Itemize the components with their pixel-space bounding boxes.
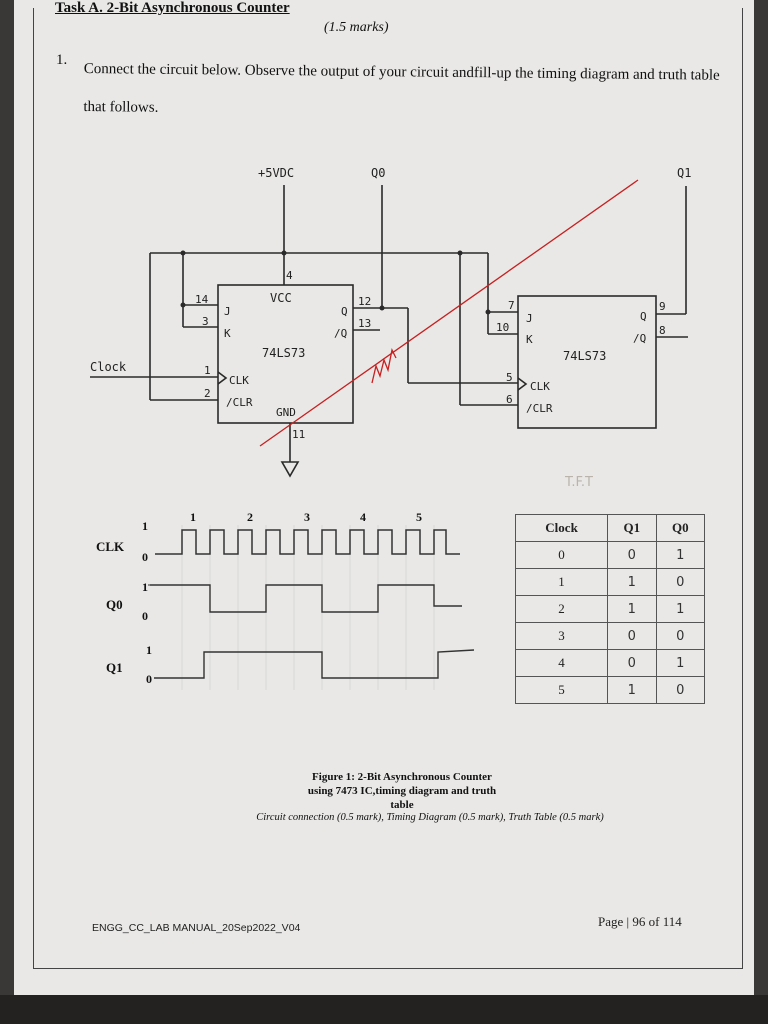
clock-input-label: Clock bbox=[90, 360, 127, 374]
ic1-qbar-label: /Q bbox=[334, 327, 347, 340]
ic2-j-label: J bbox=[526, 312, 533, 325]
table-row: 1 1 0 bbox=[514, 568, 706, 596]
clk-waveform bbox=[155, 529, 460, 555]
svg-text:14: 14 bbox=[195, 293, 209, 306]
supply-label: +5VDC bbox=[258, 166, 294, 180]
ic2-clr-label: /CLR bbox=[526, 402, 553, 415]
ic2-name: 74LS73 bbox=[563, 349, 606, 363]
svg-text:3: 3 bbox=[304, 510, 310, 524]
question-number: 1. bbox=[56, 52, 68, 68]
task-marks: (1.5 marks) bbox=[324, 20, 389, 35]
figure-caption: Figure 1: 2-Bit Asynchronous Counter usi… bbox=[307, 771, 497, 811]
svg-text:4: 4 bbox=[286, 269, 293, 282]
task-title: Task A. 2-Bit Asynchronous Counter bbox=[55, 0, 290, 16]
footer-manual-id: ENGG_CC_LAB MANUAL_20Sep2022_V04 bbox=[92, 922, 301, 934]
svg-text:5: 5 bbox=[416, 510, 422, 524]
svg-text:0: 0 bbox=[142, 609, 148, 623]
desk-surface bbox=[0, 995, 768, 1024]
ic2-k-label: K bbox=[526, 333, 533, 346]
truth-table-header-q0: Q0 bbox=[655, 514, 706, 542]
red-pen-marks bbox=[259, 179, 639, 447]
ic1-q-label: Q bbox=[341, 305, 348, 318]
ic2-clk-label: CLK bbox=[530, 380, 550, 393]
ic1-name: 74LS73 bbox=[262, 346, 305, 360]
svg-text:13: 13 bbox=[358, 317, 371, 330]
table-row: 0 0 1 bbox=[514, 541, 706, 569]
q1-waveform bbox=[154, 649, 475, 679]
svg-text:1: 1 bbox=[190, 510, 196, 524]
svg-text:8: 8 bbox=[659, 324, 666, 337]
svg-text:3: 3 bbox=[202, 315, 209, 328]
svg-text:4: 4 bbox=[360, 510, 366, 524]
table-row: 4 0 1 bbox=[514, 649, 706, 677]
svg-text:1: 1 bbox=[142, 519, 148, 533]
figure-marks-note: Circuit connection (0.5 mark), Timing Di… bbox=[256, 812, 604, 823]
ic1-clk-label: CLK bbox=[229, 374, 249, 387]
ic1-k-label: K bbox=[224, 327, 231, 340]
svg-text:0: 0 bbox=[142, 550, 148, 564]
truth-table-header-clock: Clock bbox=[514, 514, 609, 542]
table-row: 2 1 1 bbox=[514, 595, 706, 623]
ic2-box bbox=[517, 295, 657, 429]
svg-text:2: 2 bbox=[247, 510, 253, 524]
timing-q0-label: Q0 bbox=[106, 597, 123, 612]
svg-text:5: 5 bbox=[506, 371, 513, 384]
handwritten-note: T.F.T bbox=[564, 475, 593, 490]
svg-text:12: 12 bbox=[358, 295, 371, 308]
svg-text:1: 1 bbox=[146, 643, 152, 657]
q1-output-label: Q1 bbox=[677, 166, 691, 180]
svg-text:7: 7 bbox=[508, 299, 515, 312]
footer-page-number: Page | 96 of 114 bbox=[598, 914, 682, 929]
timing-q1-label: Q1 bbox=[106, 660, 123, 675]
svg-text:2: 2 bbox=[204, 387, 211, 400]
svg-text:6: 6 bbox=[506, 393, 513, 406]
q0-waveform bbox=[150, 584, 462, 613]
paper-sheet bbox=[14, 0, 754, 1000]
svg-text:0: 0 bbox=[146, 672, 152, 686]
svg-text:11: 11 bbox=[292, 428, 305, 441]
page-frame bbox=[33, 8, 743, 969]
ic1-clr-label: /CLR bbox=[226, 396, 253, 409]
svg-text:1: 1 bbox=[142, 580, 148, 594]
ic1-gnd-label: GND bbox=[276, 406, 296, 419]
truth-table-header-q1: Q1 bbox=[607, 514, 657, 542]
ic1-vcc-label: VCC bbox=[270, 291, 292, 305]
ic2-q-label: Q bbox=[640, 310, 647, 323]
svg-text:9: 9 bbox=[659, 300, 666, 313]
table-row: 5 1 0 bbox=[514, 676, 706, 704]
svg-text:1: 1 bbox=[204, 364, 211, 377]
table-row: 3 0 0 bbox=[514, 622, 706, 650]
timing-clk-label: CLK bbox=[96, 539, 125, 554]
truth-table: Clock Q1 Q0 0 0 1 1 1 0 2 1 1 3 0 0 4 0 … bbox=[514, 514, 706, 704]
ic1-box bbox=[217, 284, 354, 424]
svg-text:10: 10 bbox=[496, 321, 509, 334]
q0-output-label: Q0 bbox=[371, 166, 385, 180]
ic2-qbar-label: /Q bbox=[633, 332, 646, 345]
ic1-j-label: J bbox=[224, 305, 231, 318]
